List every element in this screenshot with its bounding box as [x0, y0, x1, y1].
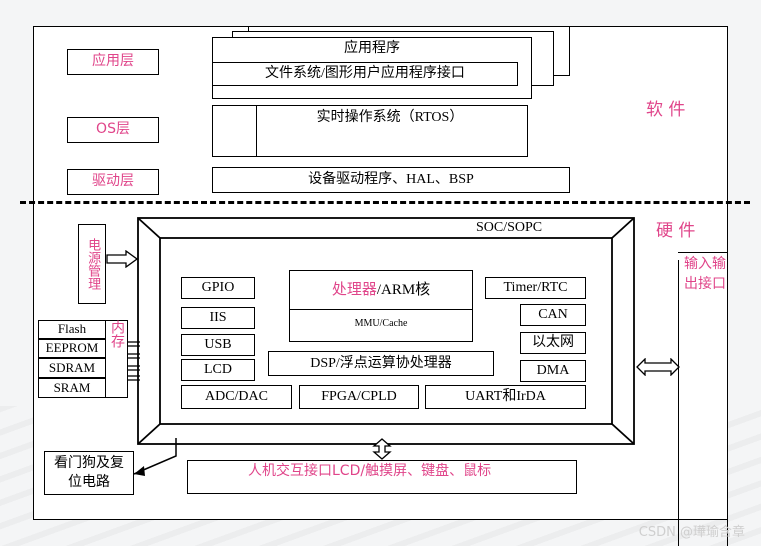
power-arrow — [106, 250, 138, 268]
dsp-box: DSP/浮点运算协处理器 — [268, 351, 494, 376]
rtos-inner-divider — [256, 105, 257, 157]
watchdog-box: 看门狗及复位电路 — [44, 451, 134, 495]
rtos-box: 实时操作系统（RTOS） — [212, 105, 528, 157]
right-frame-strip — [678, 260, 728, 546]
memory-label: 内存 — [106, 320, 128, 398]
io-interface-text: 输入输出接口 — [684, 256, 726, 293]
timer-rtc-box: Timer/RTC — [485, 277, 586, 299]
watchdog-label: 看门狗及复位电路 — [54, 455, 124, 490]
hmi-arrow — [372, 438, 392, 460]
gpio-box: GPIO — [181, 277, 255, 299]
application-layer-label: 应用层 — [67, 49, 159, 75]
io-arrow — [636, 358, 680, 376]
io-interface-label: 输入输出接口 — [680, 254, 730, 295]
application-title: 应用程序 — [344, 41, 400, 56]
lcd-box: LCD — [181, 359, 255, 381]
memory-flash: Flash — [38, 320, 106, 339]
memory-arrows — [128, 341, 140, 381]
driver-layer-label: 驱动层 — [67, 169, 159, 195]
software-side-label: 软 件 — [646, 100, 686, 120]
watermark: CSDN @璍瑜含章 — [638, 525, 745, 540]
software-hardware-divider — [20, 201, 750, 204]
memory-label-text: 内存 — [109, 320, 125, 348]
hardware-side-label: 硬 件 — [656, 221, 696, 241]
mmu-label: MMU/Cache — [354, 318, 408, 329]
app-interface-box: 文件系统/图形用户应用程序接口 — [212, 62, 518, 86]
hmi-box: 人机交互接口LCD/触摸屏、键盘、鼠标 — [187, 460, 577, 494]
fpga-box: FPGA/CPLD — [299, 385, 419, 409]
ethernet-box: 以太网 — [520, 332, 586, 354]
processor-title: 处理器/ARM核 — [290, 271, 472, 310]
usb-box: USB — [181, 334, 255, 356]
processor-box: 处理器/ARM核 MMU/Cache — [289, 270, 473, 342]
rtos-label: 实时操作系统（RTOS） — [316, 110, 464, 125]
can-box: CAN — [520, 304, 586, 326]
soc-label: SOC/SOPC — [476, 220, 543, 235]
memory-sdram: SDRAM — [38, 358, 106, 378]
adc-dac-box: ADC/DAC — [181, 385, 292, 409]
dma-box: DMA — [520, 360, 586, 382]
memory-eeprom: EEPROM — [38, 339, 106, 358]
memory-sram: SRAM — [38, 378, 106, 398]
os-layer-label: OS层 — [67, 117, 159, 143]
iis-box: IIS — [181, 307, 255, 329]
processor-label: 处理器 — [331, 281, 377, 298]
processor-suffix: /ARM核 — [376, 281, 431, 298]
drivers-box: 设备驱动程序、HAL、BSP — [212, 167, 570, 193]
watchdog-arrow — [133, 438, 177, 476]
power-management-label: 电源管理 — [85, 238, 101, 290]
power-management-box: 电源管理 — [78, 224, 106, 304]
io-top-line — [678, 252, 728, 253]
uart-irda-box: UART和IrDA — [425, 385, 586, 409]
